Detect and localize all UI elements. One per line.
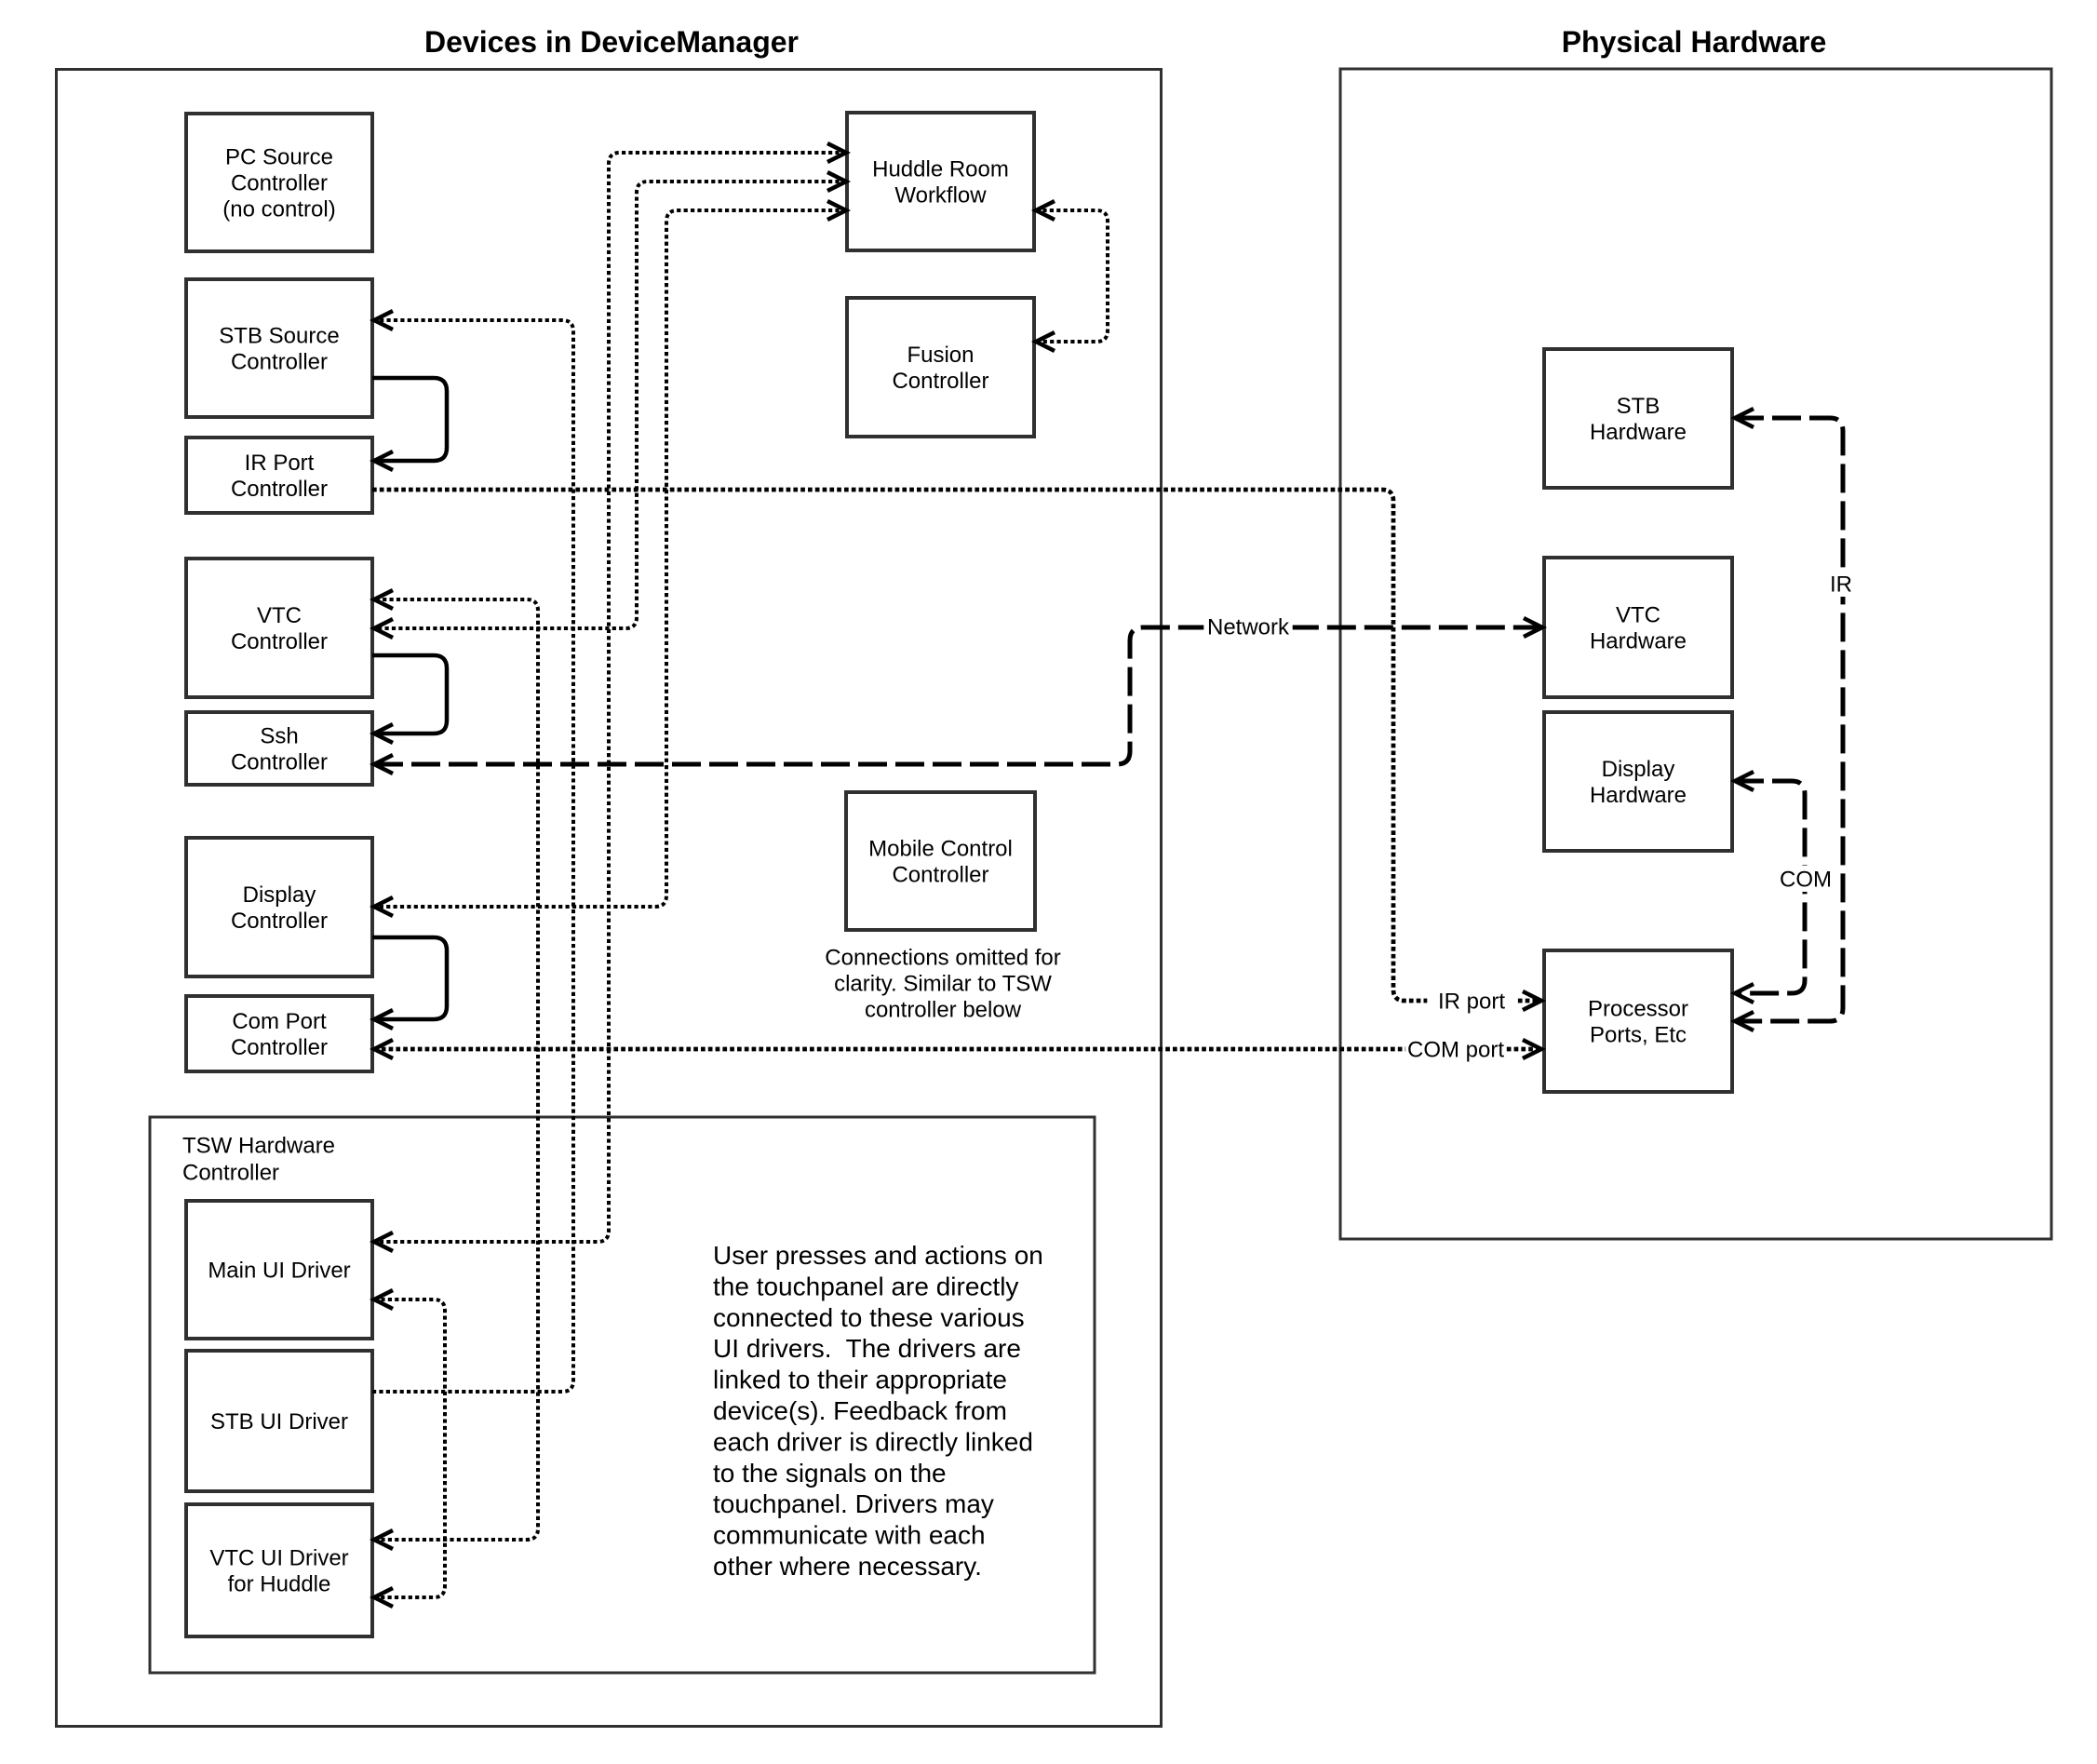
svg-text:Devices in DeviceManager: Devices in DeviceManager — [424, 25, 799, 59]
svg-text:each driver is directly linked: each driver is directly linked — [713, 1427, 1033, 1456]
svg-text:Hardware: Hardware — [1590, 420, 1687, 445]
svg-text:Ssh: Ssh — [260, 724, 298, 749]
svg-text:Hardware: Hardware — [1590, 783, 1687, 808]
svg-text:Controller: Controller — [231, 1035, 328, 1060]
svg-text:Controller: Controller — [231, 750, 328, 775]
svg-text:clarity. Similar to TSW: clarity. Similar to TSW — [834, 972, 1052, 997]
svg-text:IR port: IR port — [1438, 990, 1505, 1015]
svg-text:VTC: VTC — [257, 603, 302, 628]
svg-text:Connections omitted for: Connections omitted for — [825, 946, 1060, 971]
svg-text:Network: Network — [1207, 615, 1290, 640]
svg-text:Controller: Controller — [182, 1161, 279, 1186]
svg-text:Processor: Processor — [1588, 997, 1688, 1022]
svg-text:Display: Display — [1602, 757, 1675, 782]
svg-text:linked to their appropriate: linked to their appropriate — [713, 1366, 1007, 1394]
svg-text:VTC: VTC — [1616, 603, 1660, 628]
svg-text:the touchpanel are directly: the touchpanel are directly — [713, 1272, 1018, 1300]
svg-text:communicate with each: communicate with each — [713, 1521, 986, 1550]
svg-text:Workflow: Workflow — [894, 183, 987, 209]
svg-text:PC Source: PC Source — [225, 145, 333, 170]
svg-text:VTC UI Driver: VTC UI Driver — [209, 1546, 348, 1571]
svg-text:Hardware: Hardware — [1590, 629, 1687, 654]
svg-text:device(s). Feedback from: device(s). Feedback from — [713, 1396, 1007, 1425]
svg-text:Controller: Controller — [231, 350, 328, 375]
svg-text:for Huddle: for Huddle — [228, 1572, 331, 1597]
svg-text:STB: STB — [1617, 394, 1660, 419]
svg-text:Huddle Room: Huddle Room — [872, 157, 1009, 182]
svg-text:other where necessary.: other where necessary. — [713, 1552, 982, 1581]
svg-text:Physical Hardware: Physical Hardware — [1562, 25, 1827, 59]
svg-text:Controller: Controller — [231, 629, 328, 654]
svg-text:Mobile Control: Mobile Control — [868, 837, 1013, 862]
svg-text:Display: Display — [243, 882, 316, 908]
svg-text:STB Source: STB Source — [219, 324, 339, 349]
svg-text:Fusion: Fusion — [907, 343, 974, 368]
svg-text:to the signals on the: to the signals on the — [713, 1459, 947, 1488]
svg-text:Controller: Controller — [892, 863, 988, 888]
svg-text:Controller: Controller — [231, 171, 328, 196]
svg-text:IR Port: IR Port — [245, 451, 315, 476]
svg-text:connected to these various: connected to these various — [713, 1303, 1025, 1332]
svg-text:User presses and actions on: User presses and actions on — [713, 1241, 1043, 1270]
svg-text:Com Port: Com Port — [232, 1009, 327, 1034]
svg-text:Controller: Controller — [231, 909, 328, 934]
svg-text:touchpanel. Drivers may: touchpanel. Drivers may — [713, 1489, 994, 1518]
svg-text:IR: IR — [1830, 572, 1852, 598]
svg-text:COM: COM — [1780, 868, 1832, 893]
svg-text:Ports, Etc: Ports, Etc — [1590, 1023, 1687, 1048]
svg-text:Main UI Driver: Main UI Driver — [208, 1259, 350, 1284]
svg-text:COM port: COM port — [1407, 1038, 1504, 1063]
svg-text:TSW Hardware: TSW Hardware — [182, 1134, 335, 1159]
svg-text:(no control): (no control) — [222, 197, 335, 222]
svg-text:Controller: Controller — [231, 477, 328, 502]
svg-text:Controller: Controller — [892, 369, 988, 394]
svg-text:UI drivers. The drivers are: UI drivers. The drivers are — [713, 1334, 1021, 1363]
svg-text:STB UI Driver: STB UI Driver — [210, 1409, 348, 1434]
svg-text:controller below: controller below — [865, 998, 1022, 1023]
